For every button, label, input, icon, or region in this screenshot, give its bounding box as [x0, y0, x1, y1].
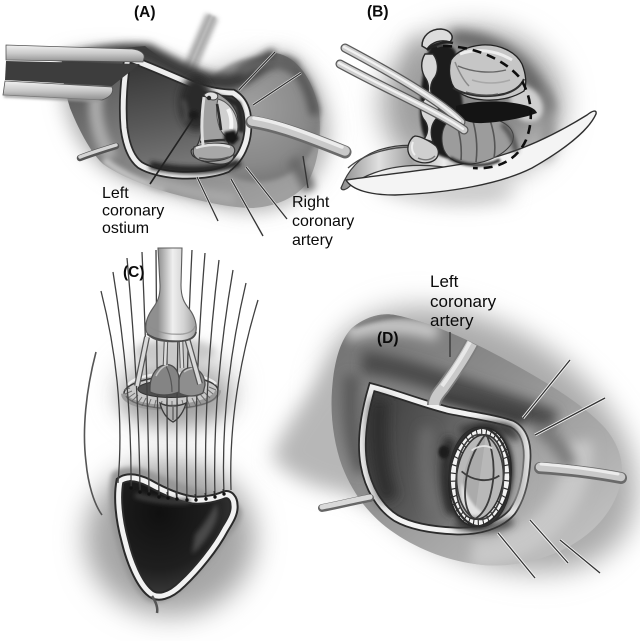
svg-text:Right: Right [292, 194, 330, 211]
svg-text:coronary: coronary [102, 203, 164, 220]
svg-text:Left: Left [102, 185, 129, 202]
svg-text:(C): (C) [123, 264, 145, 281]
svg-text:(B): (B) [367, 4, 389, 21]
svg-text:(D): (D) [377, 330, 399, 347]
svg-text:artery: artery [292, 232, 333, 249]
svg-text:coronary: coronary [292, 213, 354, 230]
svg-text:Left: Left [430, 272, 459, 291]
svg-text:coronary: coronary [430, 292, 497, 311]
svg-text:artery: artery [430, 311, 474, 330]
svg-text:ostium: ostium [102, 220, 149, 237]
svg-text:(A): (A) [134, 4, 156, 21]
